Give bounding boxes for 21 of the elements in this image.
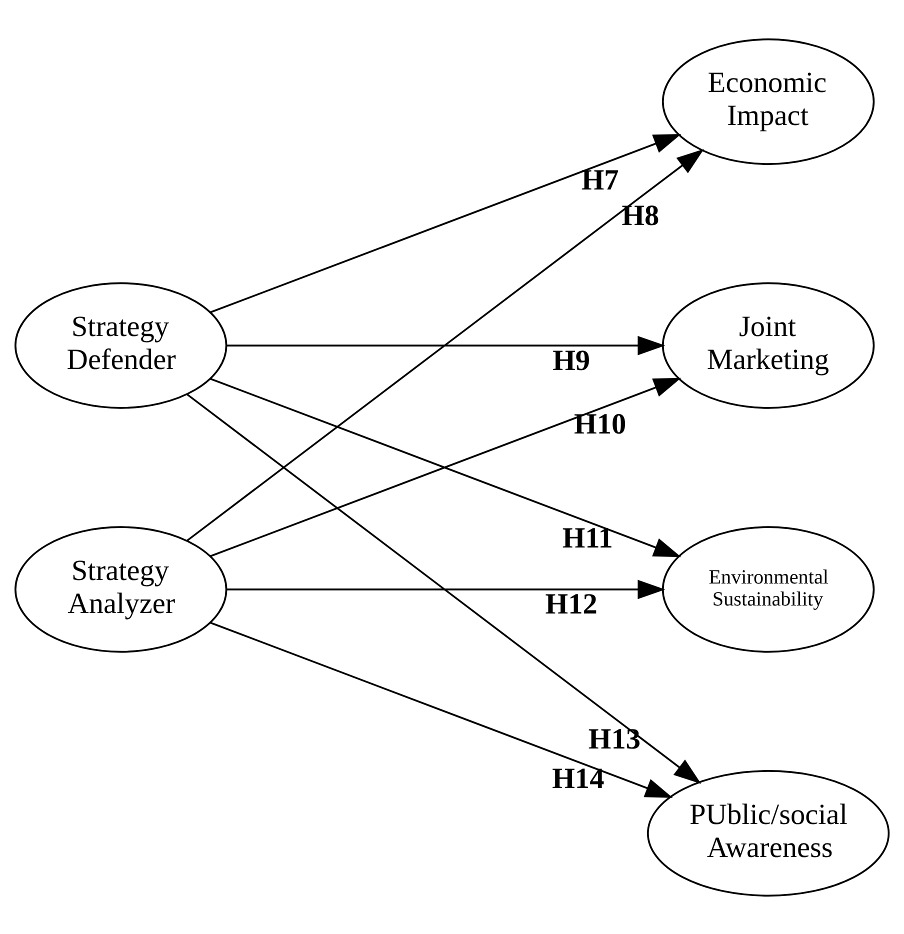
edge-label: H7 [581, 164, 619, 196]
arrow [186, 393, 702, 784]
node-ellipse: Economic Impact [662, 38, 875, 164]
arrow [210, 377, 682, 557]
arrow [226, 335, 666, 355]
node-ellipse: Strategy Analyzer [14, 526, 228, 652]
edge-label: H13 [588, 722, 641, 755]
edge-label: H10 [574, 408, 626, 440]
arrow [226, 579, 666, 599]
arrow [186, 148, 704, 541]
edge-label: H9 [552, 344, 590, 376]
node-ellipse: Strategy Defender [14, 282, 228, 408]
edge-label: H14 [552, 762, 604, 795]
node-ellipse: Joint Marketing [662, 282, 875, 408]
node-ellipse: PUblic/social Awareness [647, 770, 890, 896]
node-ellipse: Environmental Sustainability [662, 526, 875, 652]
arrow [210, 133, 682, 313]
edge-label: H12 [545, 588, 598, 620]
edge-label: H11 [562, 522, 613, 554]
arrow [210, 621, 673, 798]
edge-label: H8 [622, 200, 660, 232]
